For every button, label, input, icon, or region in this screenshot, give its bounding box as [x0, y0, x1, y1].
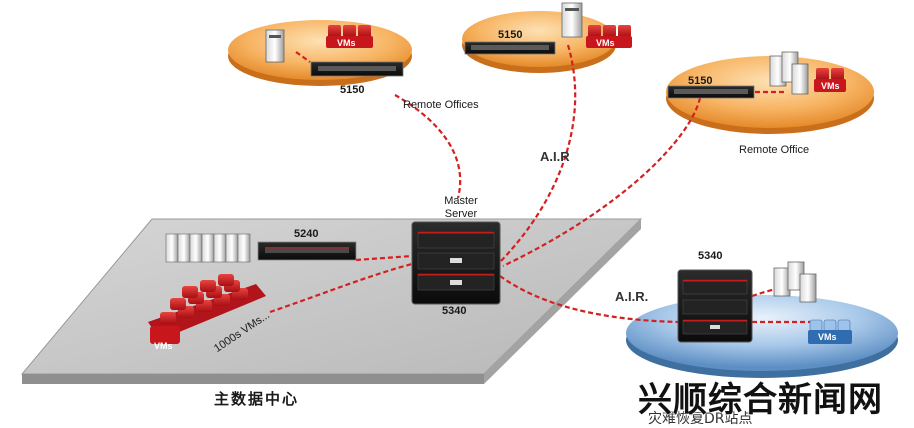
master-model-label: 5340: [442, 305, 467, 317]
link-master-dr: [499, 275, 679, 324]
watermark-brand: 兴顺综合新闻网: [638, 380, 883, 420]
dc-5240-label: 5240: [294, 228, 319, 240]
dr-vms-label: VMs: [818, 332, 837, 342]
air-dr-label: A.I.R.: [615, 289, 649, 304]
link-office1-master: [394, 94, 462, 199]
link-office3-master: [502, 97, 702, 267]
office2-vms-label: VMs: [596, 38, 615, 48]
dr-model-label: 5340: [698, 250, 723, 262]
dr-site-disk: [626, 295, 898, 378]
office1-server-icon: [265, 29, 285, 63]
office1-vm-stack-icon: [326, 25, 373, 48]
main-datacenter-label: 主数据中心: [214, 390, 300, 408]
dr-vm-stack-icon: [808, 319, 852, 344]
office2-appliance-icon: [464, 41, 556, 55]
office2-model-label: 5150: [498, 29, 523, 41]
office1-vms-label: VMs: [337, 38, 356, 48]
master-server-label: Master Server: [444, 195, 478, 220]
office2-server-icon: [561, 2, 583, 38]
office3-appliance-icon: [667, 85, 755, 99]
office1-appliance-icon: [310, 61, 404, 77]
link-office1-local: [295, 51, 311, 63]
remote-offices-label: Remote Offices: [403, 99, 479, 111]
dc-vms-label: VMs: [154, 341, 173, 351]
link-office2-master: [499, 44, 577, 263]
master-server-appliance-icon: [411, 221, 501, 305]
dc-5240-appliance-icon: [257, 241, 357, 261]
air-top-label: A.I.R: [540, 149, 570, 164]
link-vms-master: [269, 262, 413, 314]
office3-vms-label: VMs: [821, 81, 840, 91]
dr-site-label: 灾难恢复DR站点: [648, 411, 753, 427]
office3-server-icon: [769, 51, 809, 95]
remote-office-label: Remote Office: [739, 144, 810, 156]
office3-model-label: 5150: [688, 75, 713, 87]
link-5240-master: [355, 254, 413, 262]
office2-vm-stack-icon: [586, 25, 632, 48]
office3-vm-stack-icon: [814, 68, 846, 92]
dc-vm-cluster-icon: [148, 274, 266, 344]
dr-5340-appliance-icon: [677, 269, 753, 343]
dr-server-icon: [773, 261, 817, 303]
replication-links: [269, 44, 810, 324]
office1-model-label: 5150: [340, 84, 365, 96]
dc-server-rack-icon: [165, 233, 251, 263]
